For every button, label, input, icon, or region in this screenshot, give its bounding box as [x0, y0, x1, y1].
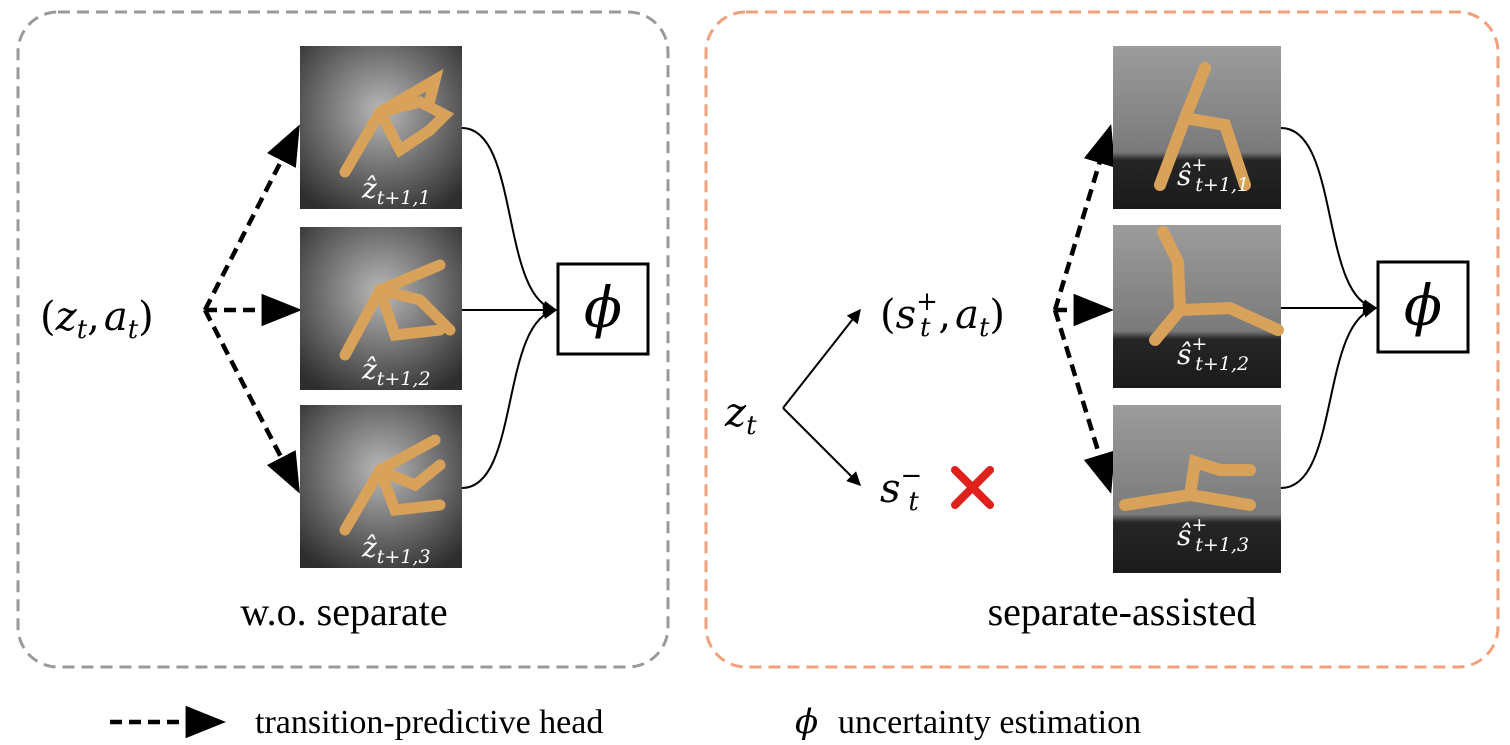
- right-split-arrow-pos: [782, 308, 861, 409]
- right-input-label: zt: [724, 390, 757, 441]
- right-frame-2: ŝ+t+1,2: [1113, 225, 1284, 388]
- right-curve-3: [1280, 303, 1378, 489]
- right-split-arrow-neg: [782, 407, 861, 486]
- left-panel-border: [16, 10, 670, 669]
- svg-text:ẑt+1,2: ẑt+1,2: [361, 353, 431, 390]
- left-frame-1: ẑt+1,1: [300, 46, 462, 209]
- left-frame-3: ẑt+1,3: [300, 405, 462, 568]
- right-panel-border: [704, 10, 1500, 669]
- left-phi-box: [556, 262, 650, 356]
- legend-phi-label: uncertainty estimation: [838, 704, 1141, 741]
- svg-text:ẑt+1,3: ẑt+1,3: [361, 531, 431, 568]
- right-positive-branch-label: (s+t,at): [880, 287, 1005, 343]
- right-curve-1: [1280, 127, 1378, 314]
- svg-text:ŝ+t+1,3: ŝ+t+1,3: [1177, 514, 1249, 556]
- right-frame-3: ŝ+t+1,3: [1113, 405, 1281, 573]
- right-caption: separate-assisted: [988, 589, 1257, 634]
- left-input-label: (zt,at): [40, 294, 154, 345]
- right-negative-branch-label: s−t: [880, 461, 922, 517]
- legend-phi-symbol: ϕ: [795, 702, 818, 742]
- right-phi-box: [1376, 260, 1470, 354]
- left-frame-2: ẑt+1,2: [300, 227, 462, 390]
- left-phi-symbol: ϕ: [584, 276, 622, 341]
- left-head-arrow-3: [203, 308, 300, 494]
- right-phi-symbol: ϕ: [1404, 274, 1442, 339]
- right-head-arrow-3: [1052, 309, 1115, 494]
- left-curve-1: [461, 127, 558, 315]
- left-head-arrow-1: [202, 124, 301, 312]
- svg-text:ẑt+1,1: ẑt+1,1: [361, 172, 431, 209]
- legend-head-label: transition-predictive head: [255, 704, 603, 741]
- left-caption: w.o. separate: [240, 589, 447, 634]
- rejected-branch-mark: [951, 466, 994, 509]
- right-head-arrow-1: [1052, 124, 1115, 311]
- right-frame-1: ŝ+t+1,1: [1113, 46, 1281, 209]
- svg-text:ŝ+t+1,2: ŝ+t+1,2: [1177, 333, 1249, 375]
- left-curve-3: [461, 305, 558, 489]
- svg-text:ŝ+t+1,1: ŝ+t+1,1: [1177, 154, 1249, 196]
